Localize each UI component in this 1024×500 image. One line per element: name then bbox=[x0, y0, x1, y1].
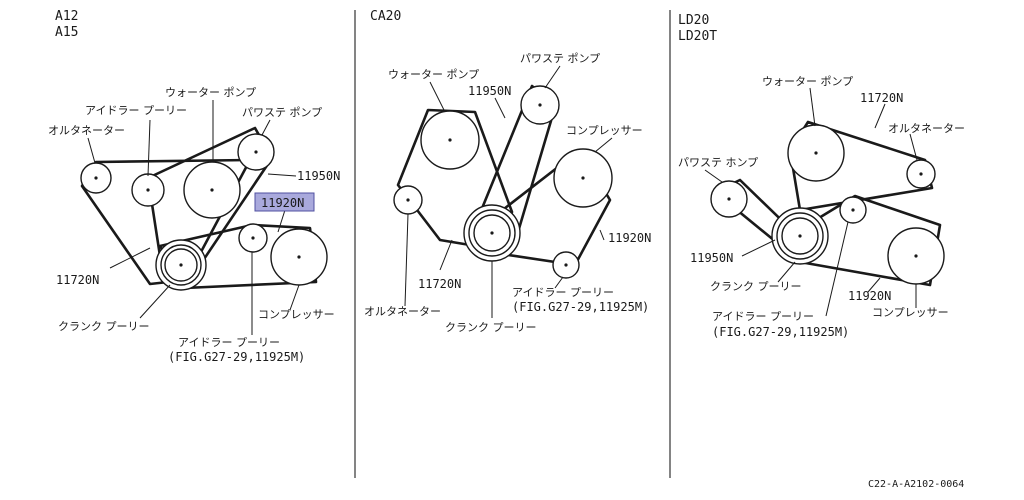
label-power-steering-pump: パワステ ポンプ bbox=[520, 52, 600, 65]
highlight-box-11920n[interactable] bbox=[254, 192, 315, 212]
label-idler-pulley: アイドラー プーリー bbox=[512, 286, 614, 299]
label-compressor: コンプレッサー bbox=[872, 306, 949, 319]
label-idler-pulley: アイドラー プーリー bbox=[712, 310, 814, 323]
engine-label-ca20: CA20 bbox=[370, 9, 401, 24]
label-compressor: コンプレッサー bbox=[258, 308, 335, 321]
label-power-steering-pump: パワステ ホンプ bbox=[678, 156, 758, 169]
label-crank-pulley: クランク プーリー bbox=[445, 321, 537, 334]
engine-label-a15: A15 bbox=[55, 25, 78, 40]
label-belt-11920n[interactable]: 11920N bbox=[261, 196, 304, 210]
label-belt-11720n: 11720N bbox=[860, 91, 903, 105]
label-compressor: コンプレッサー bbox=[566, 124, 643, 137]
label-belt-11950n: 11950N bbox=[690, 251, 733, 265]
belt-11950n-path bbox=[146, 126, 274, 270]
label-belt-11920n: 11920N bbox=[608, 231, 651, 245]
engine-label-ld20: LD20 bbox=[678, 13, 709, 28]
label-belt-11720n: 11720N bbox=[56, 273, 99, 287]
label-idler-pulley-lower: アイドラー プーリー bbox=[178, 336, 280, 349]
engine-label-ld20t: LD20T bbox=[678, 29, 717, 44]
label-fig-ref: (FIG.G27-29,11925M) bbox=[712, 325, 849, 339]
engine-label-a12: A12 bbox=[55, 9, 78, 24]
label-idler-pulley: アイドラー プーリー bbox=[85, 104, 187, 117]
label-fig-ref: (FIG.G27-29,11925M) bbox=[512, 300, 649, 314]
label-belt-11720n: 11720N bbox=[418, 277, 461, 291]
panel-ca20: CA20 ウォーター ポンプ パワステ ポンプ 11950N bbox=[364, 9, 651, 334]
label-alternator: オルタネーター bbox=[48, 124, 125, 137]
label-crank-pulley: クランク プーリー bbox=[58, 320, 150, 333]
footer-code: C22-A-A2102-0064 bbox=[868, 479, 964, 490]
label-fig-ref: (FIG.G27-29,11925M) bbox=[168, 350, 305, 364]
belt-11720n-path bbox=[396, 108, 514, 252]
label-belt-11920n: 11920N bbox=[848, 289, 891, 303]
label-crank-pulley: クランク プーリー bbox=[710, 280, 802, 293]
label-belt-11950n: 11950N bbox=[297, 169, 340, 183]
label-power-steering-pump: パワステ ポンプ bbox=[242, 106, 322, 119]
label-water-pump: ウォーター ポンプ bbox=[388, 68, 479, 81]
label-belt-11950n: 11950N bbox=[468, 84, 511, 98]
label-water-pump: ウォーター ポンプ bbox=[165, 86, 256, 99]
label-alternator: オルタネーター bbox=[364, 305, 441, 318]
panel-ld20: LD20 LD20T ウォーター ポンプ 11720N オル bbox=[678, 13, 965, 339]
label-water-pump: ウォーター ポンプ bbox=[762, 75, 853, 88]
label-alternator: オルタネーター bbox=[888, 122, 965, 135]
panel-a12-a15: A12 A15 ウォーター ポンプ ア bbox=[48, 9, 340, 364]
